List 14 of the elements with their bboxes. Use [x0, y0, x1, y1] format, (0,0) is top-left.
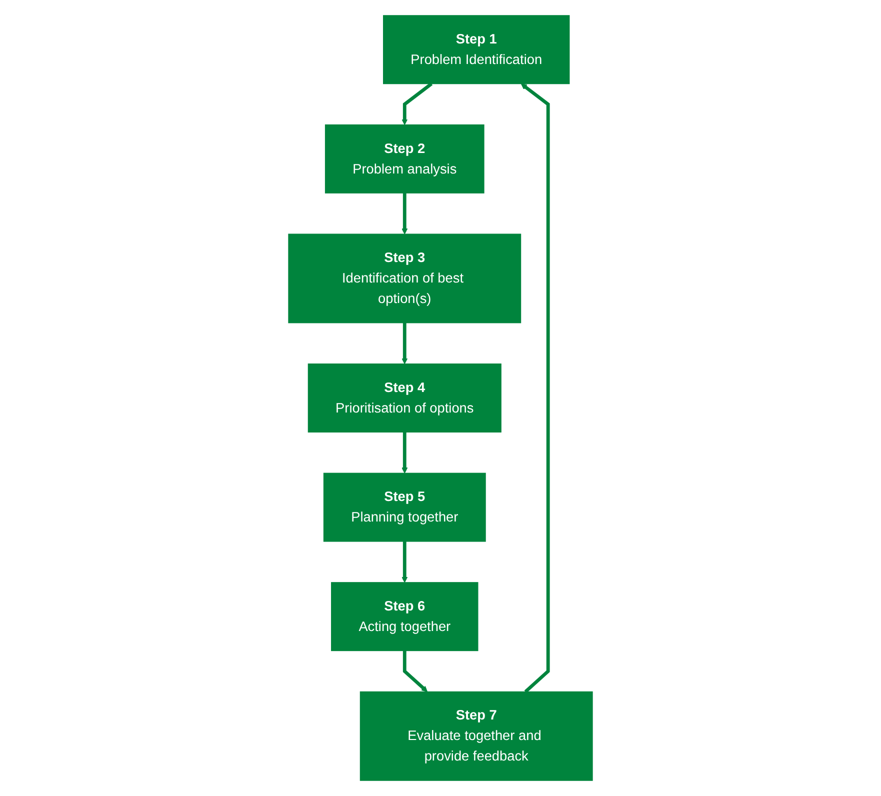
arrow [402, 541, 408, 583]
node-box: Step 5 Planning together [323, 472, 486, 542]
node-box: Step 7 Evaluate together and provide feedback [360, 691, 593, 781]
node-box: Step 2 Problem analysis [324, 124, 484, 194]
arrow [520, 84, 550, 693]
node-box: Step 4 Prioritisation of options [308, 364, 502, 432]
arrow [402, 650, 428, 692]
arrow [402, 432, 408, 474]
node-box: Step 6 Acting together [331, 582, 478, 652]
arrow [402, 193, 408, 234]
arrow [402, 82, 433, 126]
arrow [402, 322, 408, 364]
node-box: Step 3 Identification of best option(s) [288, 234, 522, 324]
node-box: Step 1 Problem Identification [383, 15, 570, 84]
